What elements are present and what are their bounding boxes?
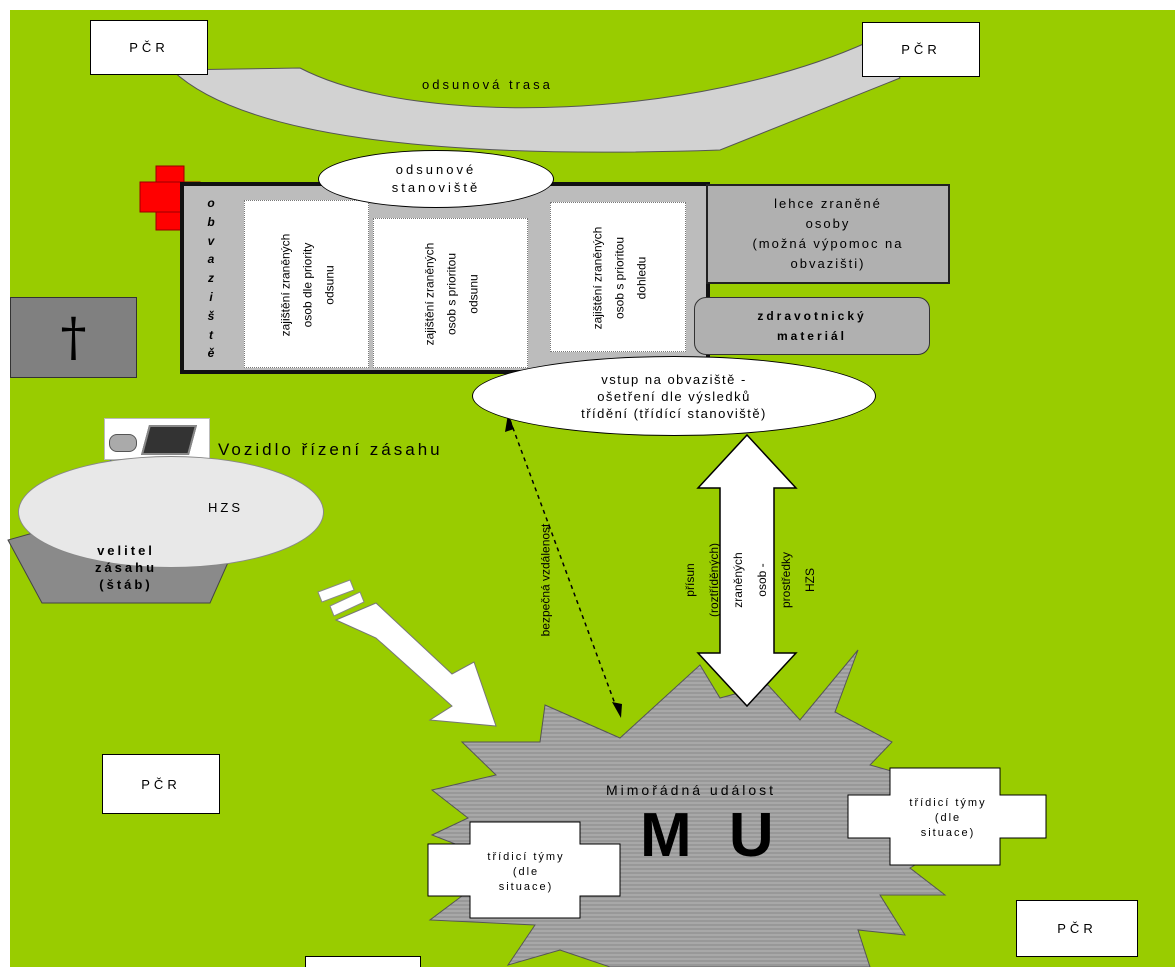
- command-vehicle-label: Vozidlo řízení zásahu: [218, 440, 443, 459]
- column-evacuation-with-priority: zajištění zraněných osob s prioritou ods…: [373, 218, 528, 368]
- column-evacuation-priority: zajištění zraněných osob dle priority od…: [244, 200, 369, 368]
- transport-label-wrap: přísun (roztříděných) zraněných osob - p…: [683, 460, 817, 700]
- morgue-box: †: [10, 297, 137, 378]
- vehicle-laptop-icon: [104, 418, 210, 460]
- police-box-bottom-partial: [305, 956, 421, 967]
- light-injured-box: lehce zraněné osoby (možná výpomoc na ob…: [706, 184, 950, 284]
- evacuation-station: odsunové stanoviště: [318, 150, 554, 208]
- entry-triage-station: vstup na obvaziště - ošetření dle výsled…: [472, 356, 876, 436]
- direction-arrow: [317, 579, 497, 727]
- incident-abbr: M U: [640, 801, 784, 870]
- evacuation-route-arrow: [170, 41, 901, 153]
- safe-distance-label: bezpečná vzdálenost: [538, 523, 552, 637]
- police-box-top-right: PČR: [862, 22, 980, 77]
- triage-team-right-label: třídicí týmy (dle situace): [909, 796, 987, 839]
- safe-distance-wrap: bezpečná vzdálenost: [530, 480, 560, 680]
- column-supervision-priority: zajištění zraněných osob s prioritou doh…: [550, 202, 686, 352]
- police-box-top-left: PČR: [90, 20, 208, 75]
- police-box-bottom-right: PČR: [1016, 900, 1138, 957]
- transport-double-arrow: [696, 433, 798, 708]
- fire-rescue-ellipse: [18, 456, 324, 568]
- column-evacuation-priority-text: zajištění zraněných osob dle priority od…: [278, 233, 337, 337]
- cross-icon: †: [60, 307, 87, 368]
- safe-distance-arrow: [505, 414, 622, 718]
- column-evacuation-with-priority-text: zajištění zraněných osob s prioritou ods…: [422, 242, 481, 346]
- medical-material-box: zdravotnický materiál: [694, 297, 930, 355]
- commander-label: velitel zásahu (štáb): [94, 542, 158, 592]
- incident-title: Mimořádná událost: [606, 782, 777, 798]
- column-supervision-priority-text: zajištění zraněných osob s prioritou doh…: [589, 226, 648, 330]
- fire-rescue-label: HZS: [208, 500, 243, 515]
- dressing-station-label: o b v a z i š t ě: [207, 196, 215, 361]
- transport-label: přísun (roztříděných) zraněných osob - p…: [683, 542, 817, 618]
- police-box-bottom-left: PČR: [102, 754, 220, 814]
- route-label: odsunová trasa: [422, 77, 553, 92]
- triage-team-left-label: třídicí týmy (dle situace): [487, 850, 565, 893]
